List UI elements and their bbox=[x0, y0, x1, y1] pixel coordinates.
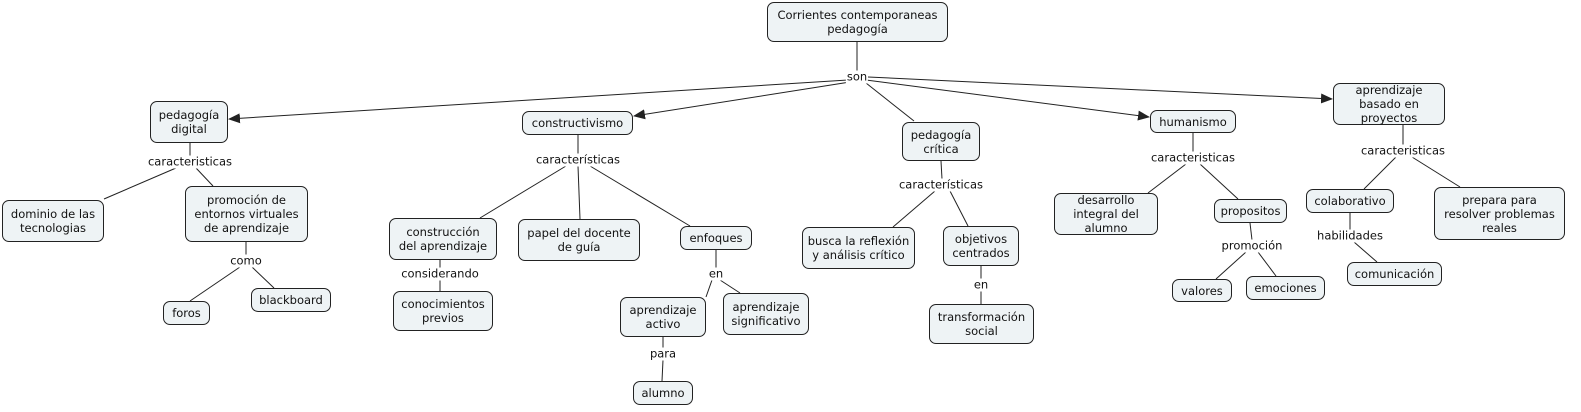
connector-line bbox=[1363, 156, 1397, 190]
concept-promocion-entornos[interactable]: promoción de entornos virtuales de apren… bbox=[185, 186, 308, 242]
concept-aprendizaje-activo[interactable]: aprendizaje activo bbox=[620, 297, 706, 337]
concept-humanismo[interactable]: humanismo bbox=[1150, 110, 1236, 133]
link-label-para[interactable]: para bbox=[648, 346, 678, 361]
link-label-caracteristicas-digital[interactable]: caracteristicas bbox=[146, 154, 234, 169]
link-label-caracteristicas-constructivismo[interactable]: características bbox=[534, 152, 622, 167]
link-label-habilidades[interactable]: habilidades bbox=[1316, 228, 1384, 243]
connector-line bbox=[661, 359, 664, 382]
link-label-considerando[interactable]: considerando bbox=[400, 266, 480, 281]
concept-valores[interactable]: valores bbox=[1172, 279, 1232, 302]
arrow-connector bbox=[228, 79, 849, 124]
concept-propositos[interactable]: propositos bbox=[1214, 199, 1287, 223]
connector-line bbox=[892, 190, 936, 228]
connector-line bbox=[940, 160, 943, 180]
link-label-caracteristicas-abp[interactable]: caracteristicas bbox=[1359, 143, 1447, 158]
connector-line bbox=[1411, 156, 1461, 188]
concept-transformacion-social[interactable]: transformación social bbox=[929, 304, 1034, 344]
concept-dominio-tecnologias[interactable]: dominio de las tecnologias bbox=[2, 200, 104, 242]
connector-line bbox=[1147, 163, 1187, 194]
concept-aprendizaje-significativo[interactable]: aprendizaje significativo bbox=[723, 293, 809, 335]
connector-line bbox=[589, 165, 691, 227]
link-label-en-enfoques[interactable]: en bbox=[707, 266, 725, 281]
link-label-son[interactable]: son bbox=[845, 69, 869, 84]
connector-line bbox=[705, 279, 713, 298]
arrow-connector bbox=[865, 79, 1150, 121]
concept-comunicacion[interactable]: comunicación bbox=[1347, 262, 1442, 286]
concept-colaborativo[interactable]: colaborativo bbox=[1306, 189, 1394, 213]
arrow-connector bbox=[633, 81, 851, 120]
link-label-como[interactable]: como bbox=[229, 253, 263, 268]
connector-line bbox=[865, 82, 915, 122]
connector-line bbox=[195, 167, 214, 187]
link-label-caracteristicas-critica[interactable]: características bbox=[897, 177, 985, 192]
concept-emociones[interactable]: emociones bbox=[1246, 276, 1325, 300]
concept-pedagogia-digital[interactable]: pedagogía digital bbox=[150, 101, 228, 143]
concept-pedagogia-critica[interactable]: pedagogía crítica bbox=[902, 122, 980, 161]
concept-enfoques[interactable]: enfoques bbox=[680, 226, 752, 250]
connector-line bbox=[1257, 251, 1277, 277]
concept-foros[interactable]: foros bbox=[163, 301, 210, 325]
concept-conocimientos-previos[interactable]: conocimientos previos bbox=[393, 291, 493, 331]
arrow-connector bbox=[867, 76, 1333, 104]
concept-desarrollo-integral[interactable]: desarrollo integral del alumno bbox=[1054, 193, 1158, 235]
connector-line bbox=[949, 190, 969, 227]
concept-alumno[interactable]: alumno bbox=[633, 381, 693, 405]
concept-construccion[interactable]: construcción del aprendizaje bbox=[389, 218, 497, 260]
connector-line bbox=[577, 165, 581, 220]
connector-line bbox=[1215, 251, 1247, 280]
concept-busca-reflexion[interactable]: busca la reflexión y análisis crítico bbox=[802, 227, 915, 269]
connector-line bbox=[1249, 222, 1253, 241]
concept-objetivos-centrados[interactable]: objetivos centrados bbox=[943, 226, 1019, 266]
concept-prepara-problemas[interactable]: prepara para resolver problemas reales bbox=[1434, 187, 1565, 240]
connector-line bbox=[479, 165, 567, 219]
link-label-en-objetivos[interactable]: en bbox=[972, 277, 990, 292]
connector-line bbox=[1199, 163, 1239, 200]
link-label-promocion[interactable]: promoción bbox=[1220, 238, 1284, 253]
connector-line bbox=[103, 167, 177, 200]
concept-constructivismo[interactable]: constructivismo bbox=[522, 111, 633, 135]
concept-root[interactable]: Corrientes contemporaneas pedagogía bbox=[767, 2, 948, 42]
connector-line bbox=[719, 279, 741, 294]
link-label-caracteristicas-humanismo[interactable]: caracteristicas bbox=[1149, 150, 1237, 165]
concept-aprendizaje-proyectos[interactable]: aprendizaje basado en proyectos bbox=[1333, 83, 1445, 125]
concept-papel-docente[interactable]: papel del docente de guía bbox=[518, 219, 640, 261]
connector-line bbox=[189, 266, 241, 302]
concept-blackboard[interactable]: blackboard bbox=[251, 288, 331, 312]
connector-line bbox=[251, 266, 275, 289]
connector-line bbox=[1353, 241, 1378, 263]
